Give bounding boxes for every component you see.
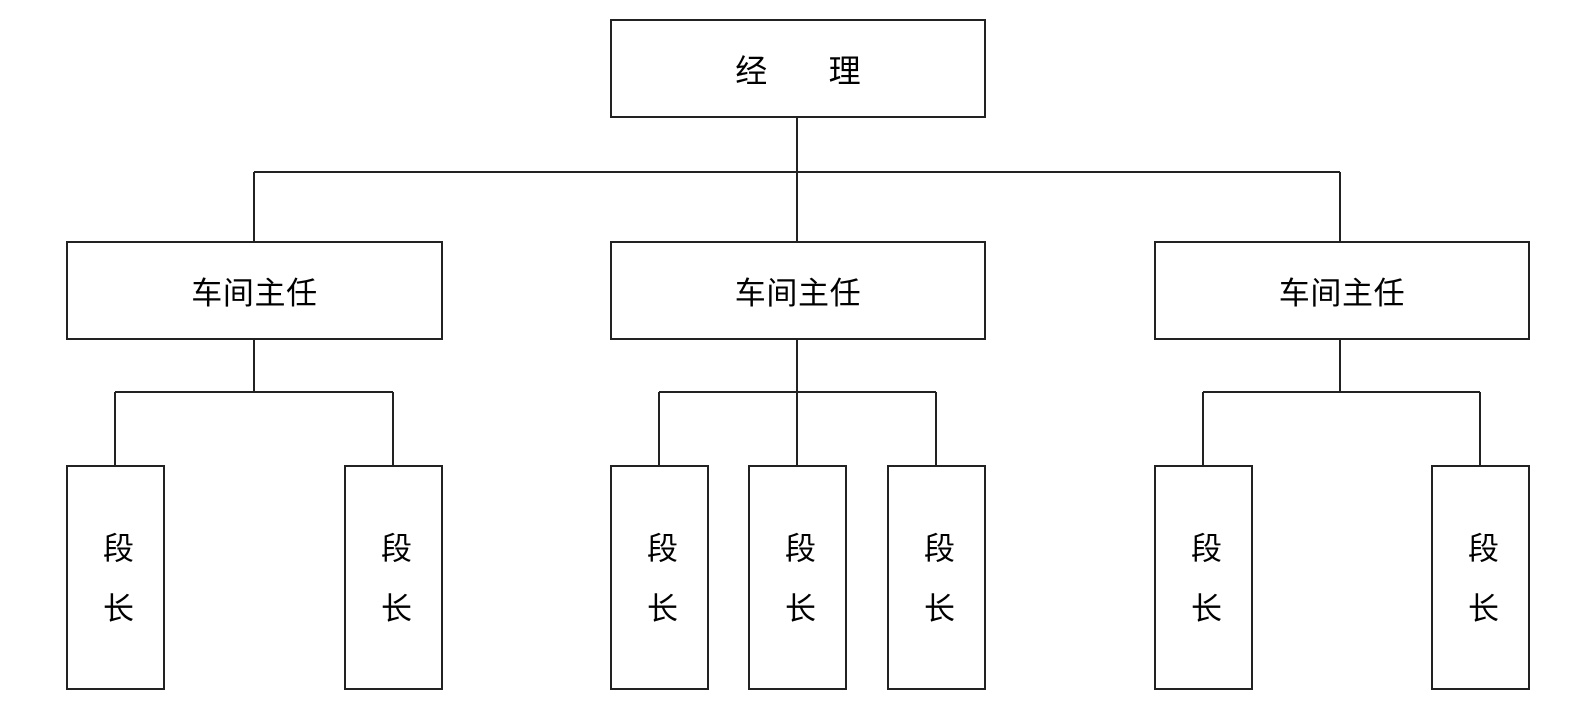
section-leader-label: 段长 [641, 531, 677, 653]
workshop-director-label: 车间主任 [734, 276, 862, 312]
section-leader-label: 段长 [97, 531, 133, 653]
section-leader-label: 段长 [375, 531, 411, 653]
workshop-director-box-2: 车间主任 [610, 241, 986, 340]
section-leader-box: 段长 [748, 465, 847, 690]
section-leader-box: 段长 [344, 465, 443, 690]
section-leader-box: 段长 [1431, 465, 1530, 690]
workshop-director-box-1: 车间主任 [66, 241, 443, 340]
section-leader-label: 段长 [1185, 531, 1221, 653]
section-leader-box: 段长 [610, 465, 709, 690]
workshop-director-label: 车间主任 [1278, 276, 1406, 312]
workshop-director-label: 车间主任 [191, 276, 318, 312]
section-leader-box: 段长 [1154, 465, 1253, 690]
workshop-director-box-3: 车间主任 [1154, 241, 1530, 340]
section-leader-label: 段长 [779, 531, 815, 653]
section-leader-label: 段长 [1462, 531, 1498, 653]
manager-box: 经 理 [610, 19, 986, 118]
section-leader-box: 段长 [887, 465, 986, 690]
section-leader-box: 段长 [66, 465, 165, 690]
section-leader-label: 段长 [918, 531, 954, 653]
manager-label: 经 理 [735, 51, 887, 90]
